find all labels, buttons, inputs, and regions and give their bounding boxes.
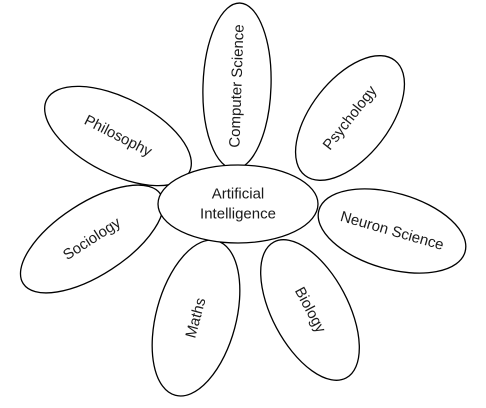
- petal-maths: Maths: [151, 239, 241, 397]
- petal-psychology-shape: [294, 55, 406, 181]
- petal-sociology: Sociology: [19, 184, 165, 294]
- petal-philosophy-shape: [44, 85, 192, 187]
- petal-philosophy: Philosophy: [44, 85, 192, 187]
- center-node-shape: [157, 164, 319, 244]
- petal-computer-science-label: Computer Science: [226, 24, 247, 148]
- center-node-label-line2: Intelligence: [200, 206, 276, 223]
- petal-biology: Biology: [260, 239, 360, 381]
- petal-computer-science: Computer Science: [202, 2, 272, 170]
- petal-neuron-science-shape: [317, 188, 467, 274]
- petal-psychology: Psychology: [294, 55, 406, 181]
- center-node: Artificial Intelligence: [157, 164, 319, 244]
- petal-neuron-science: Neuron Science: [317, 188, 467, 274]
- center-node-label-line1: Artificial: [212, 186, 265, 203]
- petal-biology-shape: [260, 239, 360, 381]
